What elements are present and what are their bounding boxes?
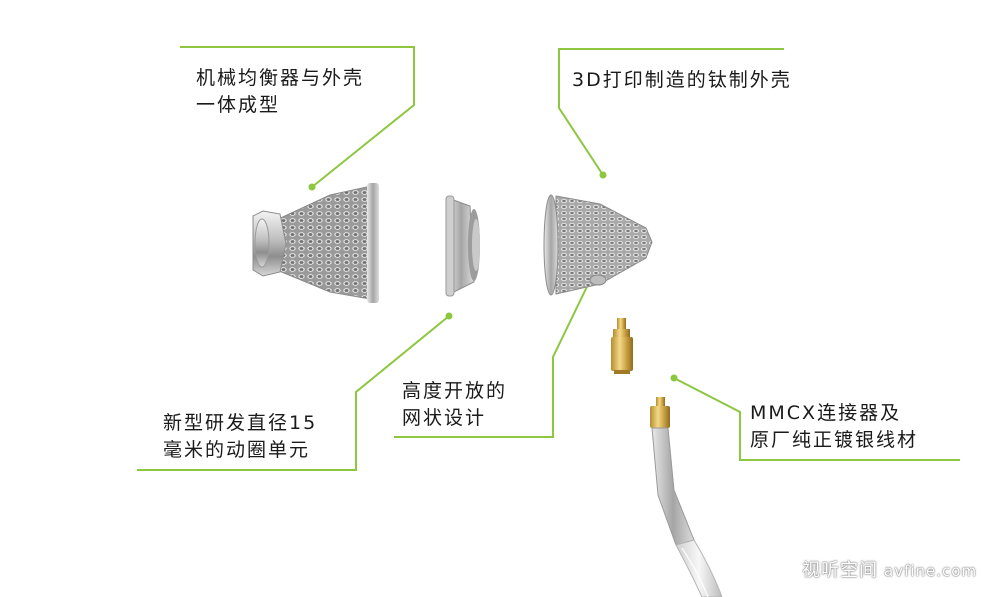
callout-equalizer-integrated: 机械均衡器与外壳 一体成型 xyxy=(196,65,364,119)
callout-line: 原厂纯正镀银线材 xyxy=(750,429,919,451)
leader-top-left xyxy=(180,46,415,188)
leader-dot xyxy=(599,171,607,179)
leader-top-right xyxy=(558,48,784,176)
callout-line: 新型研发直径15 xyxy=(163,412,318,434)
watermark-brand: 视听空间 xyxy=(802,560,878,581)
callout-line: 高度开放的 xyxy=(402,380,508,402)
mmcx-connector xyxy=(611,318,633,374)
leader-dot xyxy=(308,183,316,191)
watermark-site: avfine.com xyxy=(884,562,978,580)
callout-line: 网状设计 xyxy=(402,407,487,429)
dynamic-driver xyxy=(445,195,480,297)
leader-bottom-right xyxy=(673,377,960,461)
callout-titanium-housing: 3D打印制造的钛制外壳 xyxy=(572,67,792,94)
callout-line: MMCX连接器及 xyxy=(750,402,902,424)
watermark: 视听空间 avfine.com xyxy=(802,556,977,582)
leader-bottom-center xyxy=(394,267,597,438)
leader-bottom-left xyxy=(137,315,450,471)
front-housing-equalizer xyxy=(252,183,379,303)
callout-open-mesh: 高度开放的 网状设计 xyxy=(402,378,507,432)
leader-dot xyxy=(670,374,678,382)
rear-housing-3d-printed xyxy=(543,194,653,296)
mmcx-cable-plug xyxy=(650,397,723,597)
leader-dot xyxy=(445,312,453,320)
callout-line: 机械均衡器与外壳 xyxy=(196,67,365,89)
leader-lines xyxy=(137,46,960,471)
callout-mmcx-cable: MMCX连接器及 原厂纯正镀银线材 xyxy=(750,400,918,454)
callout-line: 毫米的动圈单元 xyxy=(163,439,311,461)
callout-dynamic-driver: 新型研发直径15 毫米的动圈单元 xyxy=(163,410,317,464)
callout-line: 一体成型 xyxy=(196,94,281,116)
callout-line: 3D打印制造的钛制外壳 xyxy=(572,69,792,91)
